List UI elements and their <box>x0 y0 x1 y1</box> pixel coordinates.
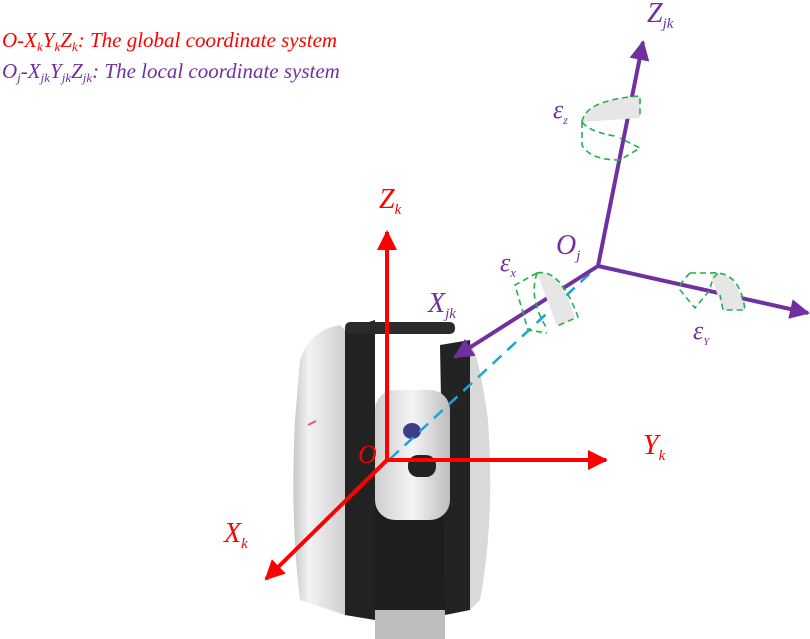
symbol: X <box>224 518 242 549</box>
subscript: j <box>17 70 21 85</box>
symbol: Y <box>50 59 62 83</box>
local-origin-label: Oj <box>556 232 580 264</box>
symbol: X <box>428 288 446 319</box>
local-y-axis <box>597 264 810 319</box>
rotation-ex-icon <box>514 271 580 334</box>
rotation-ex-label: εx <box>500 248 517 280</box>
global-origin-label: O <box>358 440 377 469</box>
subscript: jk <box>40 70 51 85</box>
symbol: Y <box>643 430 659 461</box>
symbol: Z <box>60 28 72 52</box>
subscript: k <box>394 202 402 218</box>
global-y-label: Yk <box>643 432 665 464</box>
legend-local-text: : The local coordinate system <box>92 59 340 83</box>
global-z-label: Zk <box>379 186 401 218</box>
global-x-axis <box>264 458 389 581</box>
symbol: O <box>556 230 577 261</box>
legend-global: O-XkYkZk: The global coordinate system <box>2 28 338 54</box>
subscript: k <box>37 39 43 54</box>
local-x-label: Xjk <box>428 290 456 322</box>
subscript: k <box>241 536 248 552</box>
symbol: Z <box>379 184 395 215</box>
subscript: j <box>576 248 581 264</box>
link-dashed-line <box>389 265 599 460</box>
symbol: -X <box>20 59 41 83</box>
local-z-label: Zjk <box>647 0 673 32</box>
rotation-ey-icon <box>678 271 746 311</box>
subscript: Y <box>703 336 710 348</box>
subscript: jk <box>445 306 456 322</box>
global-x-label: Xk <box>224 520 248 552</box>
local-axes <box>453 40 810 359</box>
local-z-axis <box>596 40 650 267</box>
global-axes <box>264 230 608 581</box>
rotation-ez-label: εz <box>553 95 568 127</box>
symbol: ε <box>693 316 704 345</box>
subscript: k <box>54 39 61 54</box>
legend-global-symbol: O-X <box>2 28 37 52</box>
rotation-ez-icon <box>581 95 642 161</box>
symbol: ε <box>553 95 564 124</box>
subscript: k <box>71 39 78 54</box>
subscript: jk <box>662 16 674 32</box>
rotation-ey-label: εY <box>693 318 709 348</box>
subscript: z <box>563 113 568 127</box>
subscript: jk <box>82 70 93 85</box>
symbol: O <box>2 59 18 83</box>
subscript: x <box>510 265 517 280</box>
subscript: k <box>658 448 666 464</box>
legend-local: Oj-XjkYjkZjk: The local coordinate syste… <box>2 59 340 85</box>
symbol: Z <box>71 59 83 83</box>
symbol: Y <box>42 28 55 52</box>
symbol: ε <box>500 248 511 277</box>
local-x-axis <box>453 264 600 359</box>
symbol: Z <box>647 0 663 29</box>
subscript: jk <box>61 70 72 85</box>
legend-global-text: : The global coordinate system <box>77 28 338 52</box>
laser-tracker-device <box>293 320 491 639</box>
